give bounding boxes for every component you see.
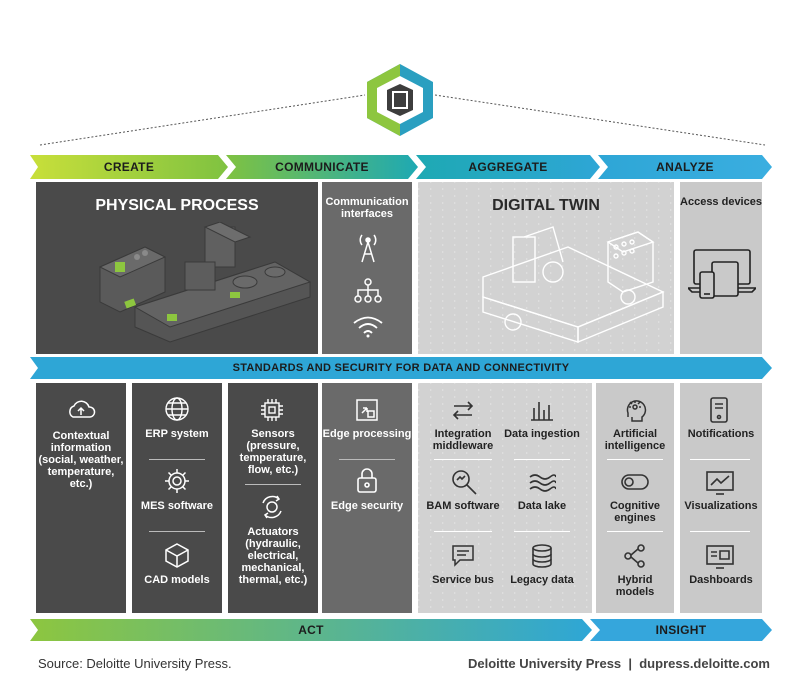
standards-bar-shape <box>30 357 772 379</box>
divider <box>245 484 301 485</box>
roof-lines <box>39 94 766 146</box>
data-ingestion-label: Data ingestion <box>504 428 580 440</box>
legacy-data-label: Legacy data <box>510 574 574 586</box>
sensors-label: Sensors (pressure, temperature, flow, et… <box>239 428 307 476</box>
notifications-label: Notifications <box>687 428 755 440</box>
phone-icon <box>710 397 728 423</box>
brain-icon <box>626 400 647 422</box>
globe-icon <box>165 397 189 421</box>
communication-panel <box>322 182 412 354</box>
dashboard-icon <box>706 545 734 569</box>
hybrid-models-label: Hybrid models <box>615 574 655 598</box>
digital-twin-title: DIGITAL TWIN <box>492 197 600 214</box>
divider <box>434 531 492 532</box>
col-aggregate <box>418 383 592 613</box>
phase-communicate: COMMUNICATE <box>275 160 369 174</box>
artificial-intelligence-label: Artificial intelligence <box>604 428 666 452</box>
integration-middleware-label: Integration middleware <box>432 428 494 452</box>
hexagon-logo-icon <box>365 62 435 138</box>
erp-system-label: ERP system <box>145 428 209 440</box>
waves-icon <box>529 474 556 492</box>
cube-icon <box>165 543 189 568</box>
phase-create: CREATE <box>103 160 155 174</box>
divider <box>149 459 205 460</box>
monitor-chart-icon <box>706 471 734 495</box>
phase-aggregate: AGGREGATE <box>468 160 548 174</box>
cad-models-label: CAD models <box>144 574 210 586</box>
digital-twin-panel <box>418 182 674 354</box>
divider <box>514 459 570 460</box>
service-bus-label: Service bus <box>432 574 494 586</box>
divider <box>514 531 570 532</box>
communication-interfaces-label: Communication interfaces <box>325 196 409 220</box>
magnifier-icon <box>452 470 477 495</box>
standards-bar-label: STANDARDS AND SECURITY FOR DATA AND CONN… <box>232 362 570 374</box>
divider <box>607 459 663 460</box>
physical-process-title: PHYSICAL PROCESS <box>95 197 259 214</box>
contextual-information-label: Contextual information (social, weather,… <box>38 430 124 490</box>
divider <box>149 531 205 532</box>
col-devices <box>228 383 318 613</box>
database-icon <box>532 544 552 568</box>
actuators-label: Actuators (hydraulic, electrical, mechan… <box>238 526 308 586</box>
act-label: ACT <box>298 623 324 637</box>
toggle-icon <box>621 474 649 490</box>
data-lake-label: Data lake <box>517 500 567 512</box>
bam-software-label: BAM software <box>426 500 500 512</box>
col-enterprise <box>132 383 222 613</box>
phase-analyze: ANALYZE <box>656 160 714 174</box>
visualizations-label: Visualizations <box>684 500 758 512</box>
hierarchy-icon <box>624 544 645 568</box>
cognitive-engines-label: Cognitive engines <box>609 500 661 524</box>
credit-text: Deloitte University Press | dupress.delo… <box>467 656 770 671</box>
divider <box>434 459 492 460</box>
network-icon <box>354 278 382 303</box>
lock-icon <box>357 468 377 493</box>
source-text: Source: Deloitte University Press. <box>38 656 232 671</box>
chat-icon <box>452 545 474 567</box>
divider <box>607 531 663 532</box>
footer-arrows <box>30 619 772 641</box>
antenna-icon <box>359 234 377 263</box>
edge-security-label: Edge security <box>330 500 404 512</box>
col-edge <box>322 383 412 613</box>
cycle-icon <box>262 495 282 519</box>
insight-label: INSIGHT <box>655 623 707 637</box>
divider <box>690 531 750 532</box>
col-context <box>36 383 126 613</box>
twin-illustration <box>482 226 665 344</box>
machine-illustration <box>98 222 312 343</box>
transfer-icon <box>452 401 474 420</box>
bar-chart-icon <box>531 402 553 421</box>
edge-processing-label: Edge processing <box>322 428 412 440</box>
mes-software-label: MES software <box>140 500 214 512</box>
wifi-icon <box>353 316 383 338</box>
dashboards-label: Dashboards <box>689 574 753 586</box>
phase-arrows <box>30 155 772 179</box>
cloud-upload-icon <box>69 400 96 418</box>
chip-icon <box>261 399 283 421</box>
divider <box>339 459 395 460</box>
divider <box>690 459 750 460</box>
devices-icon <box>688 249 756 299</box>
gear-icon <box>165 469 189 493</box>
edge-processing-icon <box>356 399 378 421</box>
access-devices-label: Access devices <box>680 196 762 208</box>
